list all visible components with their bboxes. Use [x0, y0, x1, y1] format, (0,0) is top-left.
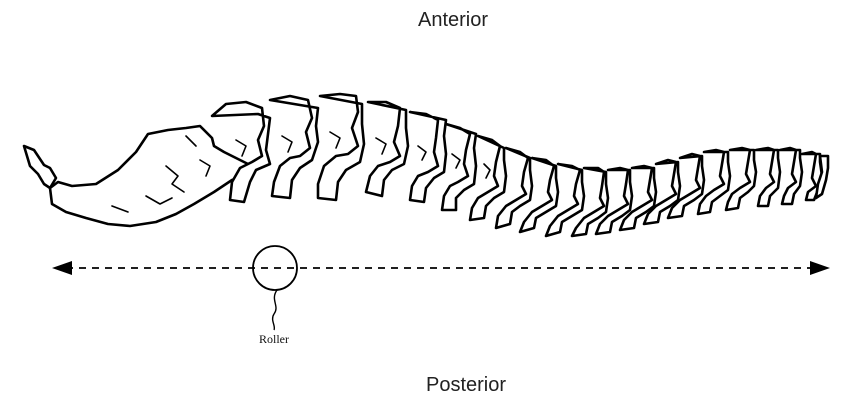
vertebra-t10	[494, 146, 534, 230]
spine-illustration	[22, 92, 830, 238]
vertebra-t1	[724, 146, 758, 212]
vertebra-t7	[570, 166, 610, 238]
vertebra-l2	[364, 100, 410, 198]
vertebra-t2	[696, 148, 732, 216]
vertebra-t5	[618, 164, 658, 232]
vertebra-t4	[642, 158, 682, 226]
coccyx	[22, 144, 58, 190]
vertebra-l4	[268, 94, 320, 200]
vertebra-t11	[468, 134, 508, 222]
roller-label: Roller	[259, 332, 289, 346]
double-headed-dashed-arrow	[52, 261, 830, 275]
vertebra-t6	[594, 166, 634, 236]
posterior-label: Posterior	[426, 374, 506, 396]
vertebra-t3	[666, 152, 706, 220]
sacrum	[48, 124, 250, 228]
vertebra-l1	[408, 110, 448, 204]
roller-circle-icon	[252, 245, 298, 291]
vertebra-l3	[316, 92, 366, 202]
roller-leader-line	[271, 289, 278, 331]
arrowhead-right-icon	[810, 261, 830, 275]
vertebra-c6	[778, 146, 804, 206]
arrowhead-left-icon	[52, 261, 72, 275]
vertebra-l5	[210, 100, 272, 204]
roller-marker	[252, 245, 298, 331]
vertebra-t9	[518, 156, 560, 234]
vertebra-c7	[754, 146, 782, 208]
anterior-label: Anterior	[418, 9, 488, 31]
vertebra-t12	[440, 122, 478, 212]
vertebra-c-top	[814, 154, 830, 200]
vertebra-t8	[544, 162, 586, 238]
